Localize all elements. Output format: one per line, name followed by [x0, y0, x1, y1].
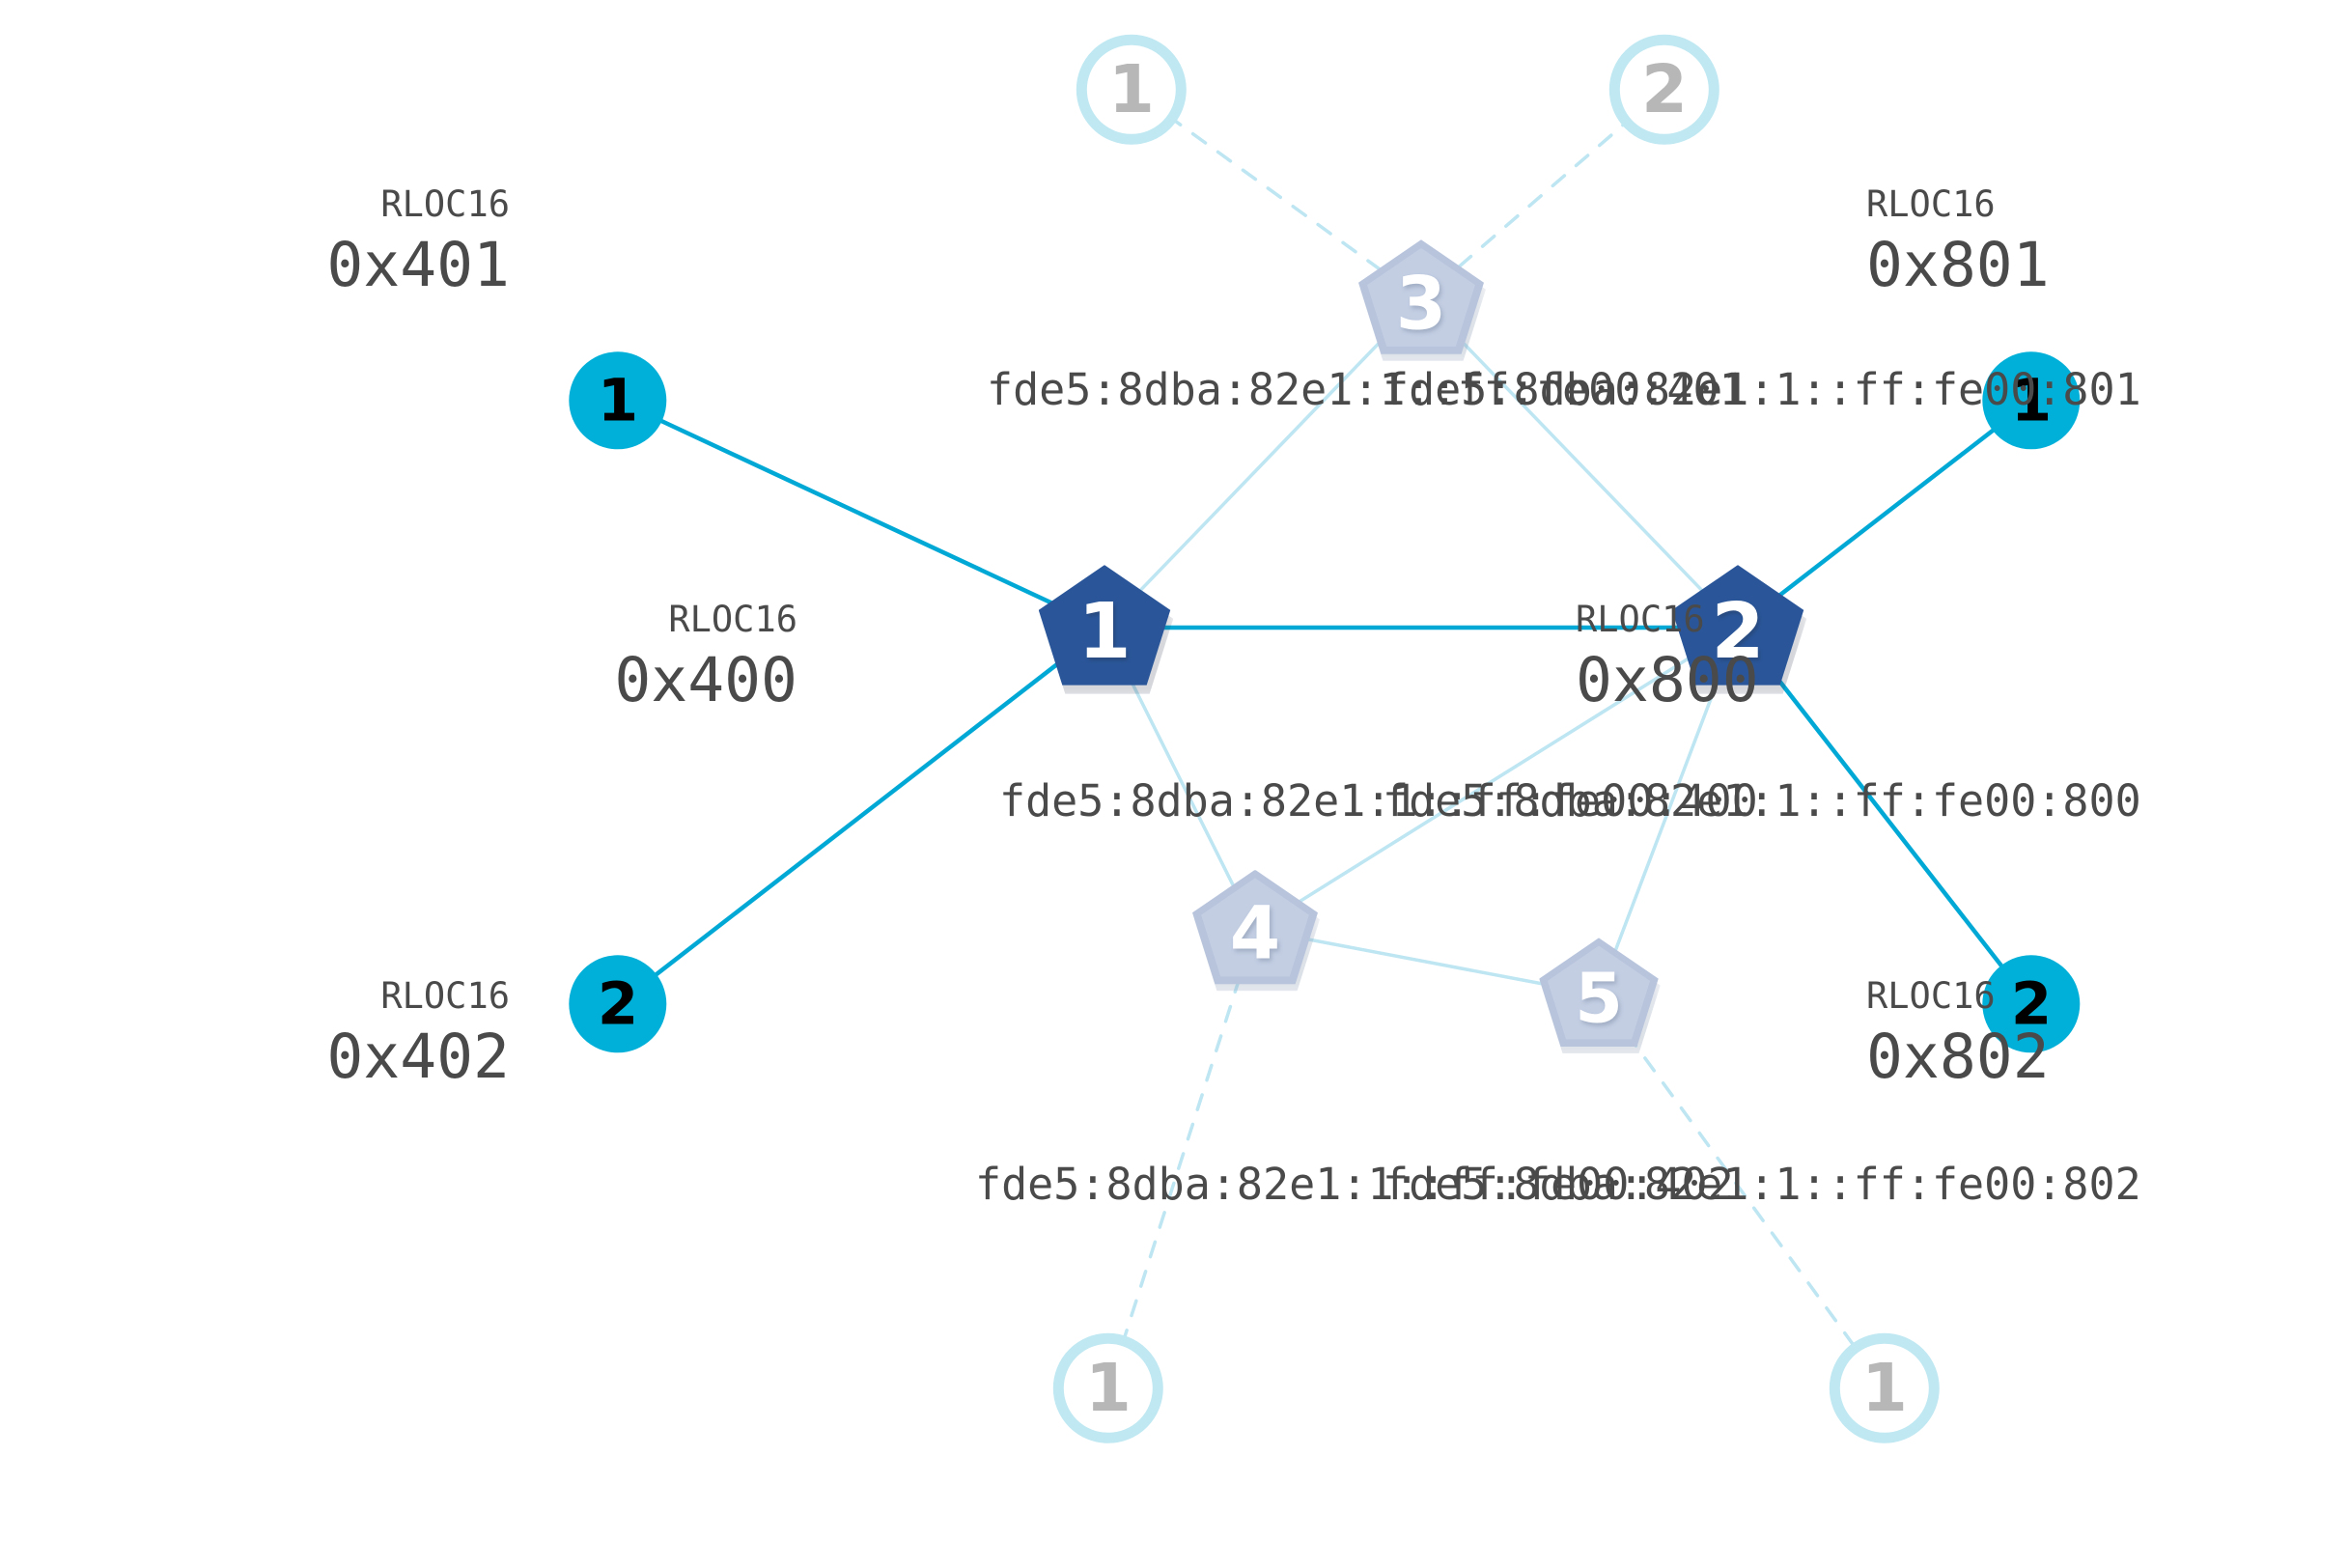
node-number-reed-5: 5 — [1575, 958, 1623, 1039]
link-router-400-to-reed-3 — [1139, 333, 1388, 592]
node-child-802[interactable]: 2 — [1982, 955, 2081, 1053]
node-number-reed-3: 3 — [1395, 260, 1447, 346]
child-circle-icon: 1 — [1982, 351, 2081, 450]
link-router-800-to-reed-5 — [1613, 675, 1721, 952]
ann-401-caption: RLOC16 — [380, 183, 510, 225]
pentagon-icon: 2 — [1671, 565, 1807, 694]
node-router-400[interactable]: 1 — [1038, 565, 1174, 694]
ann-401-value: 0x401 — [326, 230, 510, 300]
ann-801-ipv6: fde5:8dba:82e1:1::ff:fe00:801 — [1383, 364, 2141, 415]
link-router-400-to-child-401 — [651, 414, 1059, 608]
ann-800-value: 0x800 — [1576, 645, 1759, 715]
link-reed-4-to-detached-c — [1120, 975, 1242, 1348]
detached-ring-icon: 1 — [1829, 1332, 1941, 1443]
link-router-800-to-child-801 — [1776, 422, 2003, 598]
child-circle-icon: 2 — [1982, 955, 2081, 1053]
node-number-child-802: 2 — [2010, 969, 2053, 1038]
node-child-402[interactable]: 2 — [569, 955, 667, 1053]
node-child-801[interactable]: 1 — [1982, 351, 2081, 450]
node-number-reed-4: 4 — [1229, 890, 1281, 976]
detached-ring-icon: 2 — [1608, 34, 1720, 145]
link-router-800-to-reed-4 — [1296, 654, 1695, 905]
ann-402-ipv6: fde5:8dba:82e1:1::ff:fe00:402 — [975, 1159, 1734, 1210]
ann-402-caption: RLOC16 — [380, 975, 510, 1017]
link-router-400-to-reed-4 — [1126, 673, 1235, 886]
ann-401-ipv6: fde5:8dba:82e1:1::ff:fe00:401 — [987, 364, 1746, 415]
node-number-child-402: 2 — [597, 969, 639, 1038]
link-reed-3-to-detached-b — [1457, 116, 1634, 268]
link-reed-4-to-reed-5 — [1302, 937, 1554, 988]
node-number-detached-a: 1 — [1108, 50, 1155, 128]
node-number-child-801: 1 — [2010, 366, 2053, 434]
node-number-router-800: 2 — [1711, 587, 1765, 677]
ann-402-value: 0x402 — [326, 1022, 510, 1092]
node-detached-b[interactable]: 2 — [1608, 34, 1720, 145]
node-detached-a[interactable]: 1 — [1076, 34, 1188, 145]
pentagon-icon: 4 — [1192, 869, 1320, 992]
ann-400-value: 0x400 — [614, 645, 797, 715]
node-number-router-400: 1 — [1077, 587, 1132, 677]
ann-800-caption: RLOC16 — [1576, 599, 1705, 640]
node-router-800[interactable]: 2 — [1671, 565, 1807, 694]
pentagon-icon: 1 — [1038, 565, 1174, 694]
node-reed-5[interactable]: 5 — [1539, 938, 1661, 1053]
node-detached-c[interactable]: 1 — [1052, 1332, 1164, 1443]
link-router-800-to-child-802 — [1768, 666, 2010, 976]
ann-802-ipv6: fde5:8dba:82e1:1::ff:fe00:802 — [1383, 1159, 2141, 1210]
link-reed-3-to-detached-a — [1165, 113, 1383, 272]
child-circle-icon: 1 — [569, 351, 667, 450]
detached-ring-icon: 1 — [1076, 34, 1188, 145]
node-reed-4[interactable]: 4 — [1192, 869, 1320, 992]
node-reed-3[interactable]: 3 — [1358, 239, 1486, 361]
link-router-400-to-child-402 — [646, 658, 1066, 983]
ann-802-value: 0x802 — [1866, 1022, 2050, 1092]
node-number-child-401: 1 — [597, 366, 639, 434]
ann-801-caption: RLOC16 — [1866, 183, 1996, 225]
detached-ring-icon: 1 — [1052, 1332, 1164, 1443]
ann-800-ipv6: fde5:8dba:82e1:1::ff:fe00:800 — [1383, 775, 2141, 826]
ann-400-caption: RLOC16 — [668, 599, 797, 640]
link-reed-5-to-detached-d — [1625, 1031, 1860, 1355]
ann-801-value: 0x801 — [1866, 230, 2050, 300]
node-child-401[interactable]: 1 — [569, 351, 667, 450]
link-router-800-to-reed-3 — [1454, 333, 1703, 592]
ann-802-caption: RLOC16 — [1866, 975, 1996, 1017]
pentagon-icon: 3 — [1358, 239, 1486, 361]
child-circle-icon: 2 — [569, 955, 667, 1053]
node-number-detached-d: 1 — [1861, 1349, 1908, 1427]
ann-400-ipv6: fde5:8dba:82e1:1::ff:fe00:400 — [999, 775, 1758, 826]
pentagon-icon: 5 — [1539, 938, 1661, 1053]
node-detached-d[interactable]: 1 — [1829, 1332, 1941, 1443]
node-number-detached-b: 2 — [1641, 50, 1688, 128]
node-number-detached-c: 1 — [1085, 1349, 1132, 1427]
